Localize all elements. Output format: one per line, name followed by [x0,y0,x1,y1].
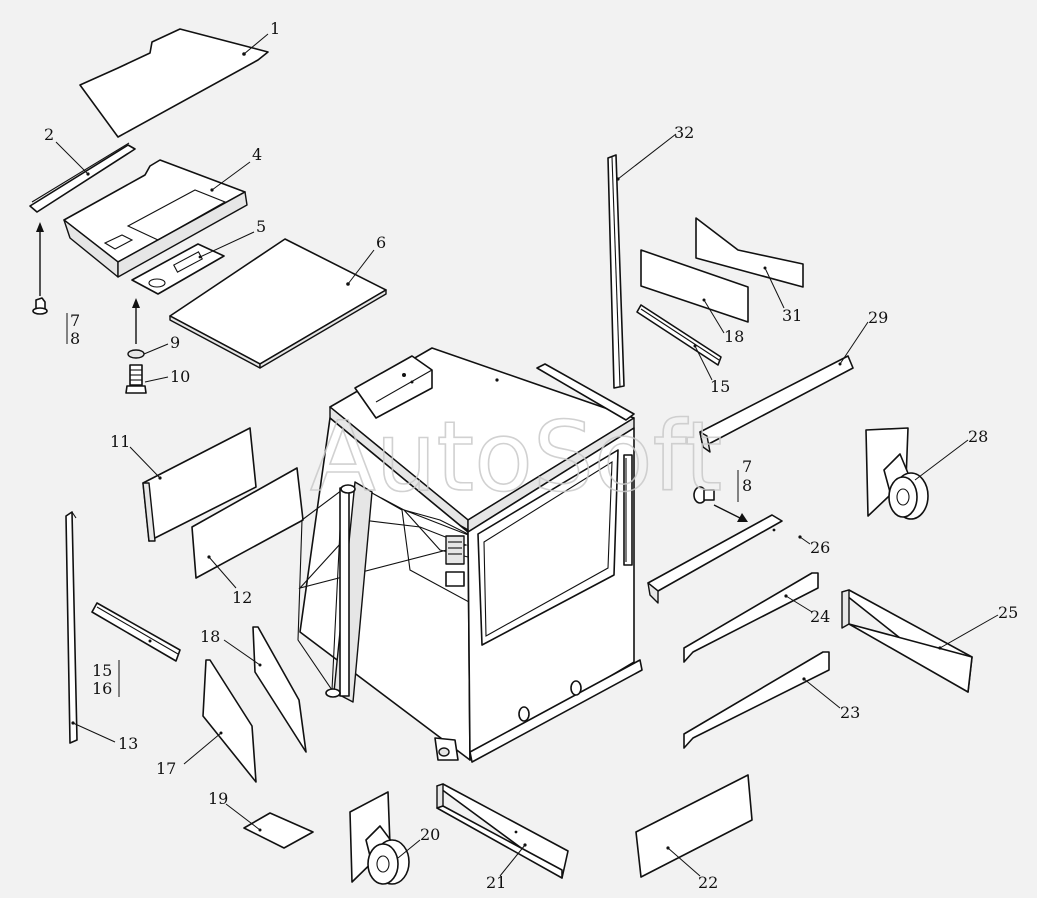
callout-2: 2 [44,125,54,144]
callout-20: 20 [420,825,440,844]
callout-31: 31 [782,306,802,325]
part-7-bolt-right [693,486,748,522]
callout-8-right: 8 [742,476,752,495]
part-24-strip [683,572,819,663]
part-17-glass [202,659,257,783]
callout-22: 22 [698,873,718,892]
callout-28: 28 [968,427,988,446]
callout-21: 21 [486,873,506,892]
callout-26: 26 [810,538,830,557]
part-19-plate [243,812,314,849]
part-15-seal-profile-right [636,304,722,366]
part-20-blower [349,791,410,885]
part-32-pillar [607,154,625,389]
callout-8-left: 8 [70,329,80,348]
part-11-panel [142,427,257,542]
callout-5: 5 [256,217,266,236]
callout-6: 6 [376,233,386,252]
part-7-bolt-left [32,222,48,315]
cab-body [297,347,643,763]
callout-19: 19 [208,789,228,808]
part-1-top-cover [79,28,269,138]
callout-10: 10 [170,367,190,386]
part-4-frame-tray [63,159,248,278]
callout-16: 16 [92,679,112,698]
callout-1: 1 [270,19,280,38]
callout-13: 13 [118,734,138,753]
part-28-blower [865,427,929,520]
callout-15-right: 15 [710,377,730,396]
leader-lines [55,33,999,877]
part-9-10-nut-bolt [125,298,147,394]
part-6-floor-mat [169,238,387,369]
callout-12: 12 [232,588,252,607]
part-26-rail [647,514,802,604]
callout-7-left: 7 [70,311,80,330]
callout-11: 11 [110,432,130,451]
callout-29: 29 [868,308,888,327]
part-23-strip [683,651,830,749]
part-21-bracket [436,783,569,879]
callout-25: 25 [998,603,1018,622]
watermark-text: AutoSoft [310,401,722,513]
callout-23: 23 [840,703,860,722]
part-29-rail [699,355,854,453]
callout-32: 32 [674,123,694,142]
callout-labels: 1 2 4 5 6 7 8 9 10 11 12 13 15 16 17 18 … [44,19,1018,892]
callout-15-left: 15 [92,661,112,680]
callout-18-left: 18 [200,627,220,646]
part-13-vertical-profile [65,511,78,744]
callout-24: 24 [810,607,830,626]
part-22-panel [635,774,753,878]
callout-18-right: 18 [724,327,744,346]
callout-9: 9 [170,333,180,352]
callout-17: 17 [156,759,176,778]
part-15-16-seal-profile [91,602,181,662]
callout-4: 4 [252,145,262,164]
part-25-panel [841,589,973,693]
callout-7-right: 7 [742,457,752,476]
part-18-glass-left [252,626,307,753]
